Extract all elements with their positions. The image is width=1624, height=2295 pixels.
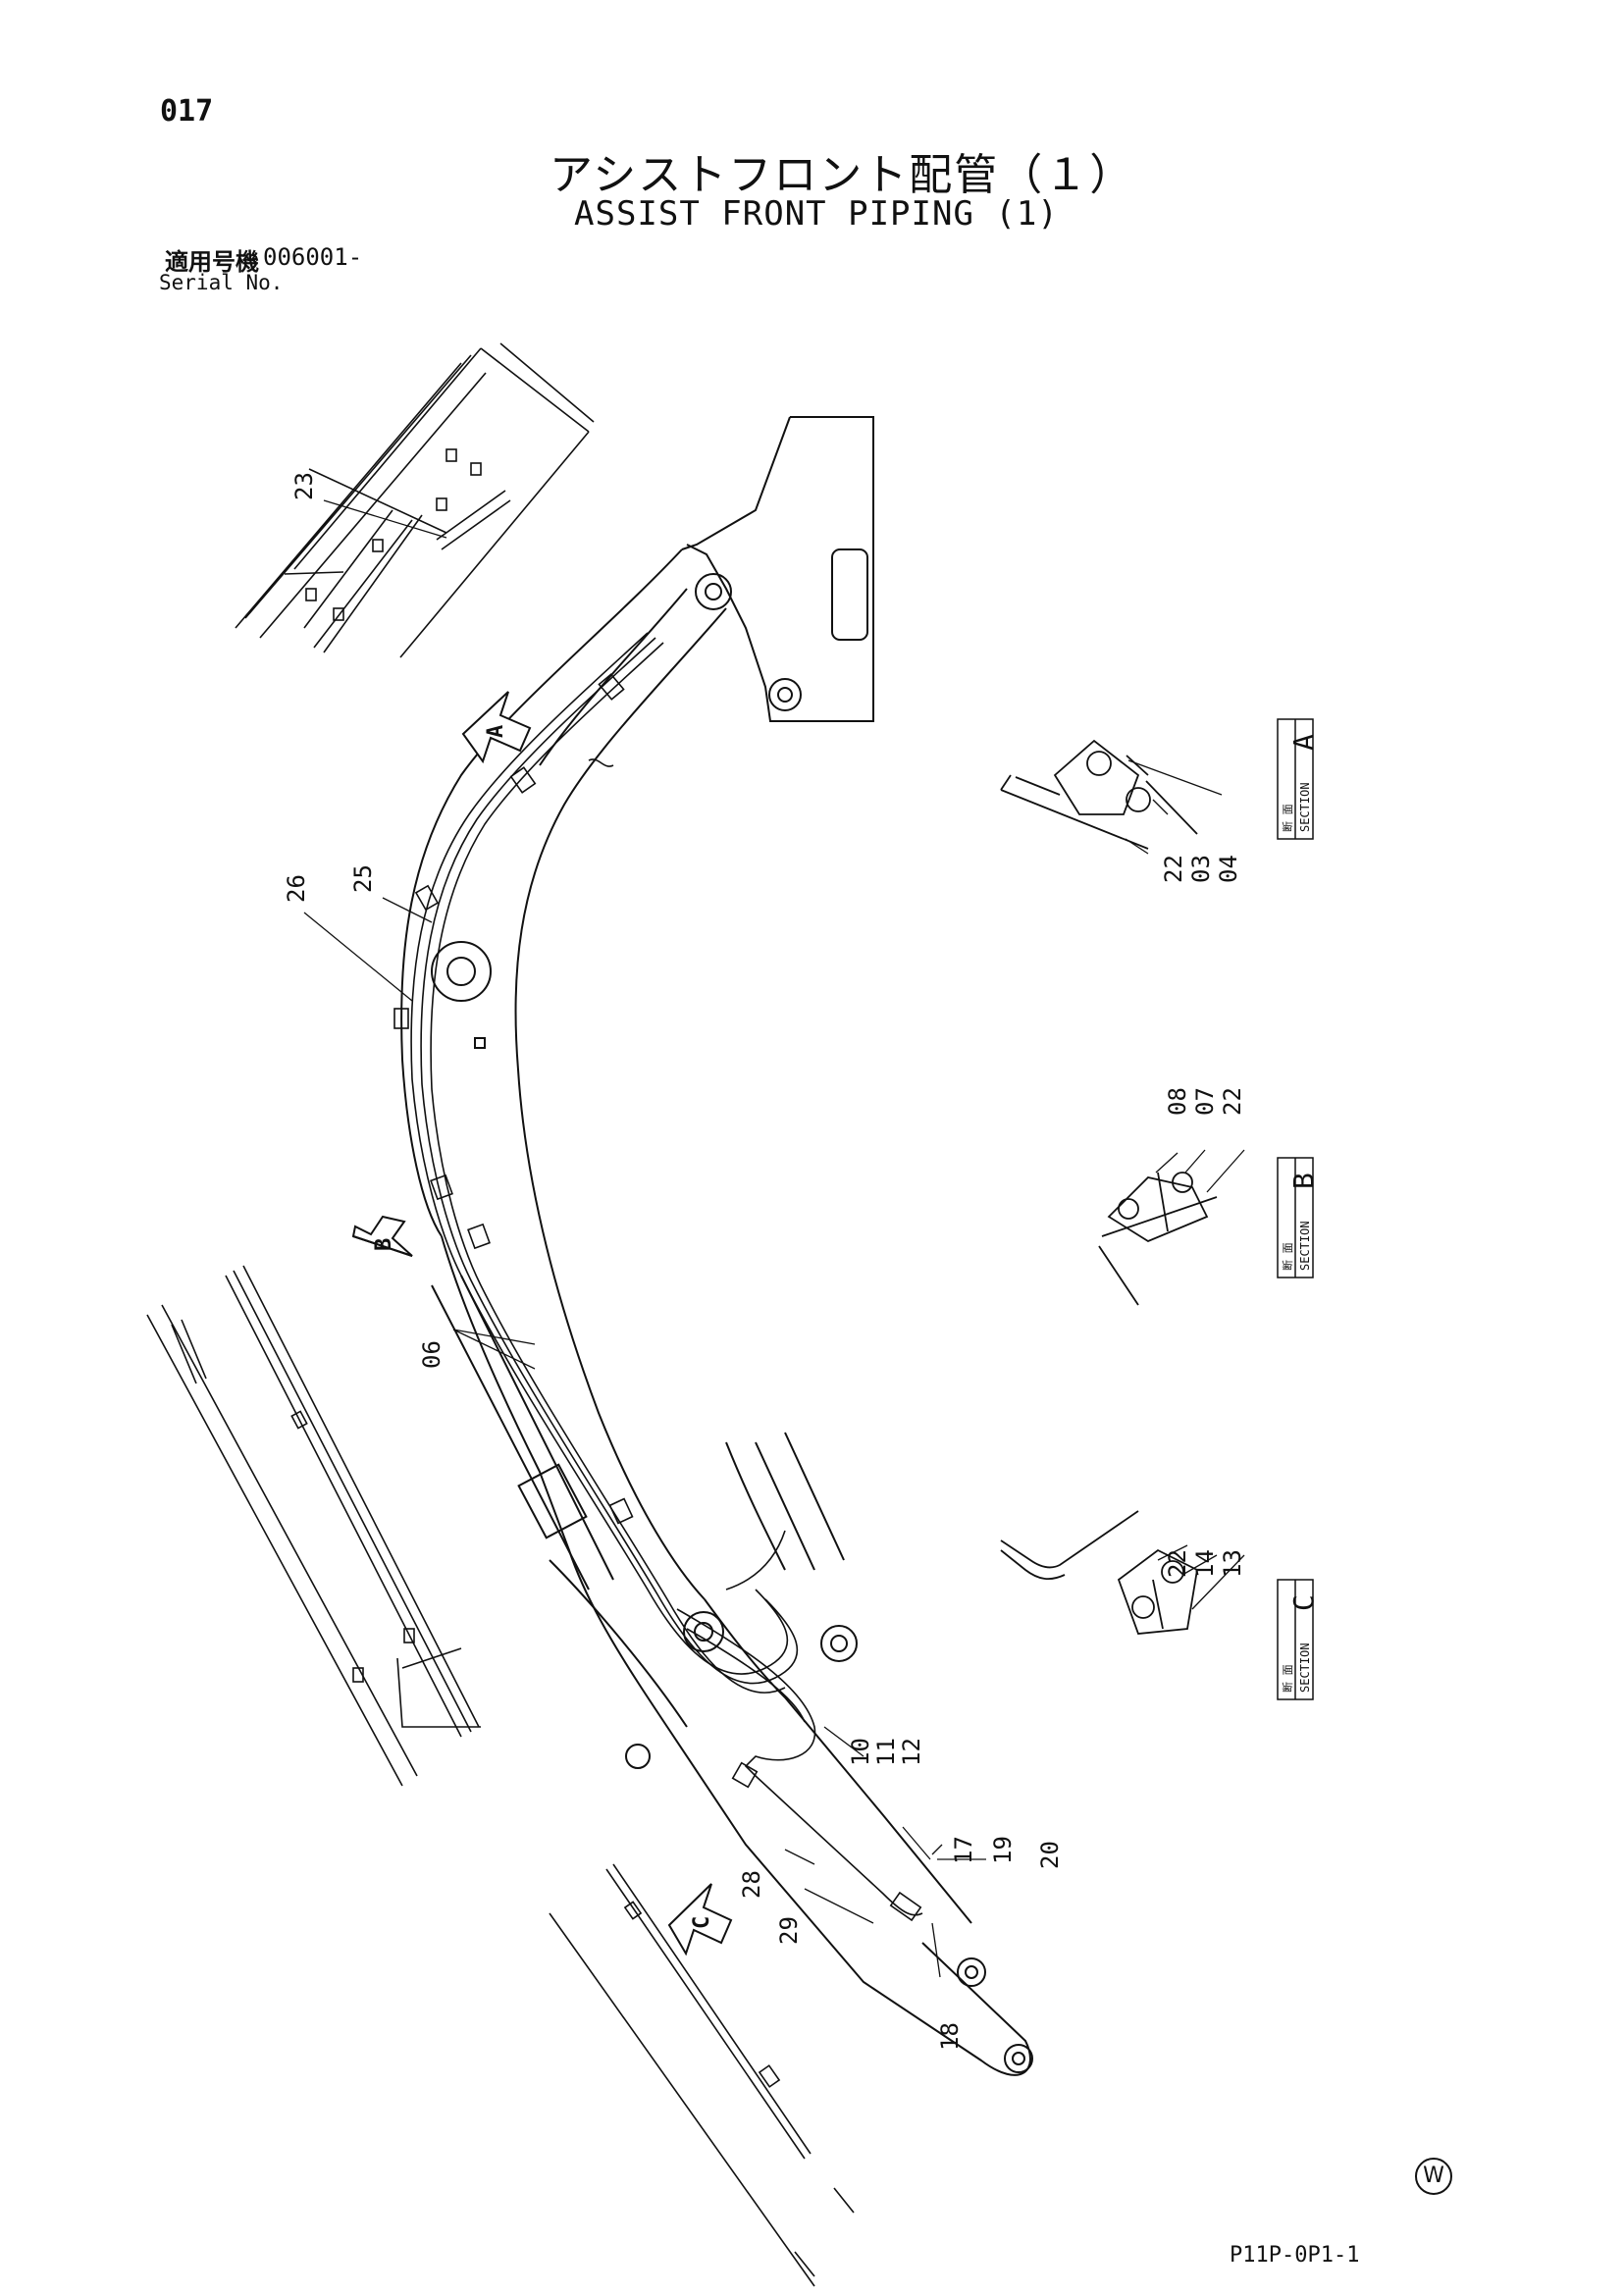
callout-28: 28 (738, 1870, 765, 1899)
title-english: ASSIST FRONT PIPING (1) (574, 194, 1059, 234)
detail-view-bottom-left (549, 1863, 855, 2287)
callout-17: 17 (950, 1836, 977, 1864)
callout-20: 20 (1036, 1841, 1064, 1869)
w-mark-icon: W (1415, 2158, 1452, 2195)
section-b-detail (1098, 1172, 1218, 1306)
callout-11: 11 (872, 1738, 900, 1766)
serial-label-japanese: 適用号機 (165, 248, 259, 276)
assist-piping (393, 632, 923, 1922)
section-b-letter: B (1287, 1173, 1320, 1189)
section-b-jp: 断 面 (1281, 1242, 1294, 1271)
section-c-jp: 断 面 (1281, 1664, 1294, 1693)
serial-label-english: Serial No. (159, 271, 284, 294)
view-arrow-b (351, 1215, 413, 1257)
boom-outline (400, 416, 1033, 2076)
callout-25: 25 (349, 864, 377, 893)
view-arrow-a-letter: A (484, 725, 508, 738)
section-a-en: SECTION (1298, 782, 1312, 832)
section-c-letter: C (1287, 1594, 1320, 1611)
callout-19: 19 (989, 1836, 1017, 1864)
section-c-label (1277, 1579, 1314, 1700)
callout-18: 18 (936, 2022, 964, 2051)
section-c-callout-22: 22 (1164, 1549, 1191, 1578)
view-arrow-c-letter: C (690, 1916, 714, 1929)
title-japanese: アシストフロント配管（１） (550, 150, 1135, 200)
section-a-letter: A (1287, 734, 1320, 751)
section-a-label (1277, 718, 1314, 840)
section-b-label (1277, 1157, 1314, 1278)
drawing-code: P11P-0P1-1 (1230, 2243, 1360, 2268)
section-a-callout-03: 03 (1187, 855, 1215, 883)
section-b-en: SECTION (1298, 1221, 1312, 1271)
view-arrow-a (461, 691, 532, 764)
view-arrow-c (667, 1883, 733, 1956)
callout-23: 23 (290, 472, 318, 500)
section-b-callout-07: 07 (1191, 1087, 1219, 1116)
section-a-callout-22: 22 (1160, 855, 1187, 883)
callout-10: 10 (847, 1738, 874, 1766)
section-c-callout-14: 14 (1191, 1549, 1219, 1578)
callout-26: 26 (283, 874, 310, 903)
section-a-callout-04: 04 (1215, 855, 1242, 883)
callout-29: 29 (775, 1916, 803, 1945)
callout-06: 06 (418, 1340, 445, 1369)
serial-number-value: 006001- (263, 243, 363, 271)
section-c-callout-13: 13 (1219, 1549, 1246, 1578)
page-number: 017 (160, 94, 214, 129)
section-b-callout-08: 08 (1164, 1087, 1191, 1116)
section-c-detail (1000, 1510, 1198, 1635)
leader-lines (303, 499, 1245, 1978)
detail-view-middle-left (146, 1265, 481, 1787)
section-a-jp: 断 面 (1281, 804, 1294, 832)
section-c-en: SECTION (1298, 1643, 1312, 1693)
callout-12: 12 (898, 1738, 925, 1766)
section-a-detail (1000, 739, 1198, 850)
view-arrow-b-letter: B (372, 1238, 396, 1251)
detail-view-top-left (235, 342, 595, 658)
section-b-callout-22: 22 (1219, 1087, 1246, 1116)
